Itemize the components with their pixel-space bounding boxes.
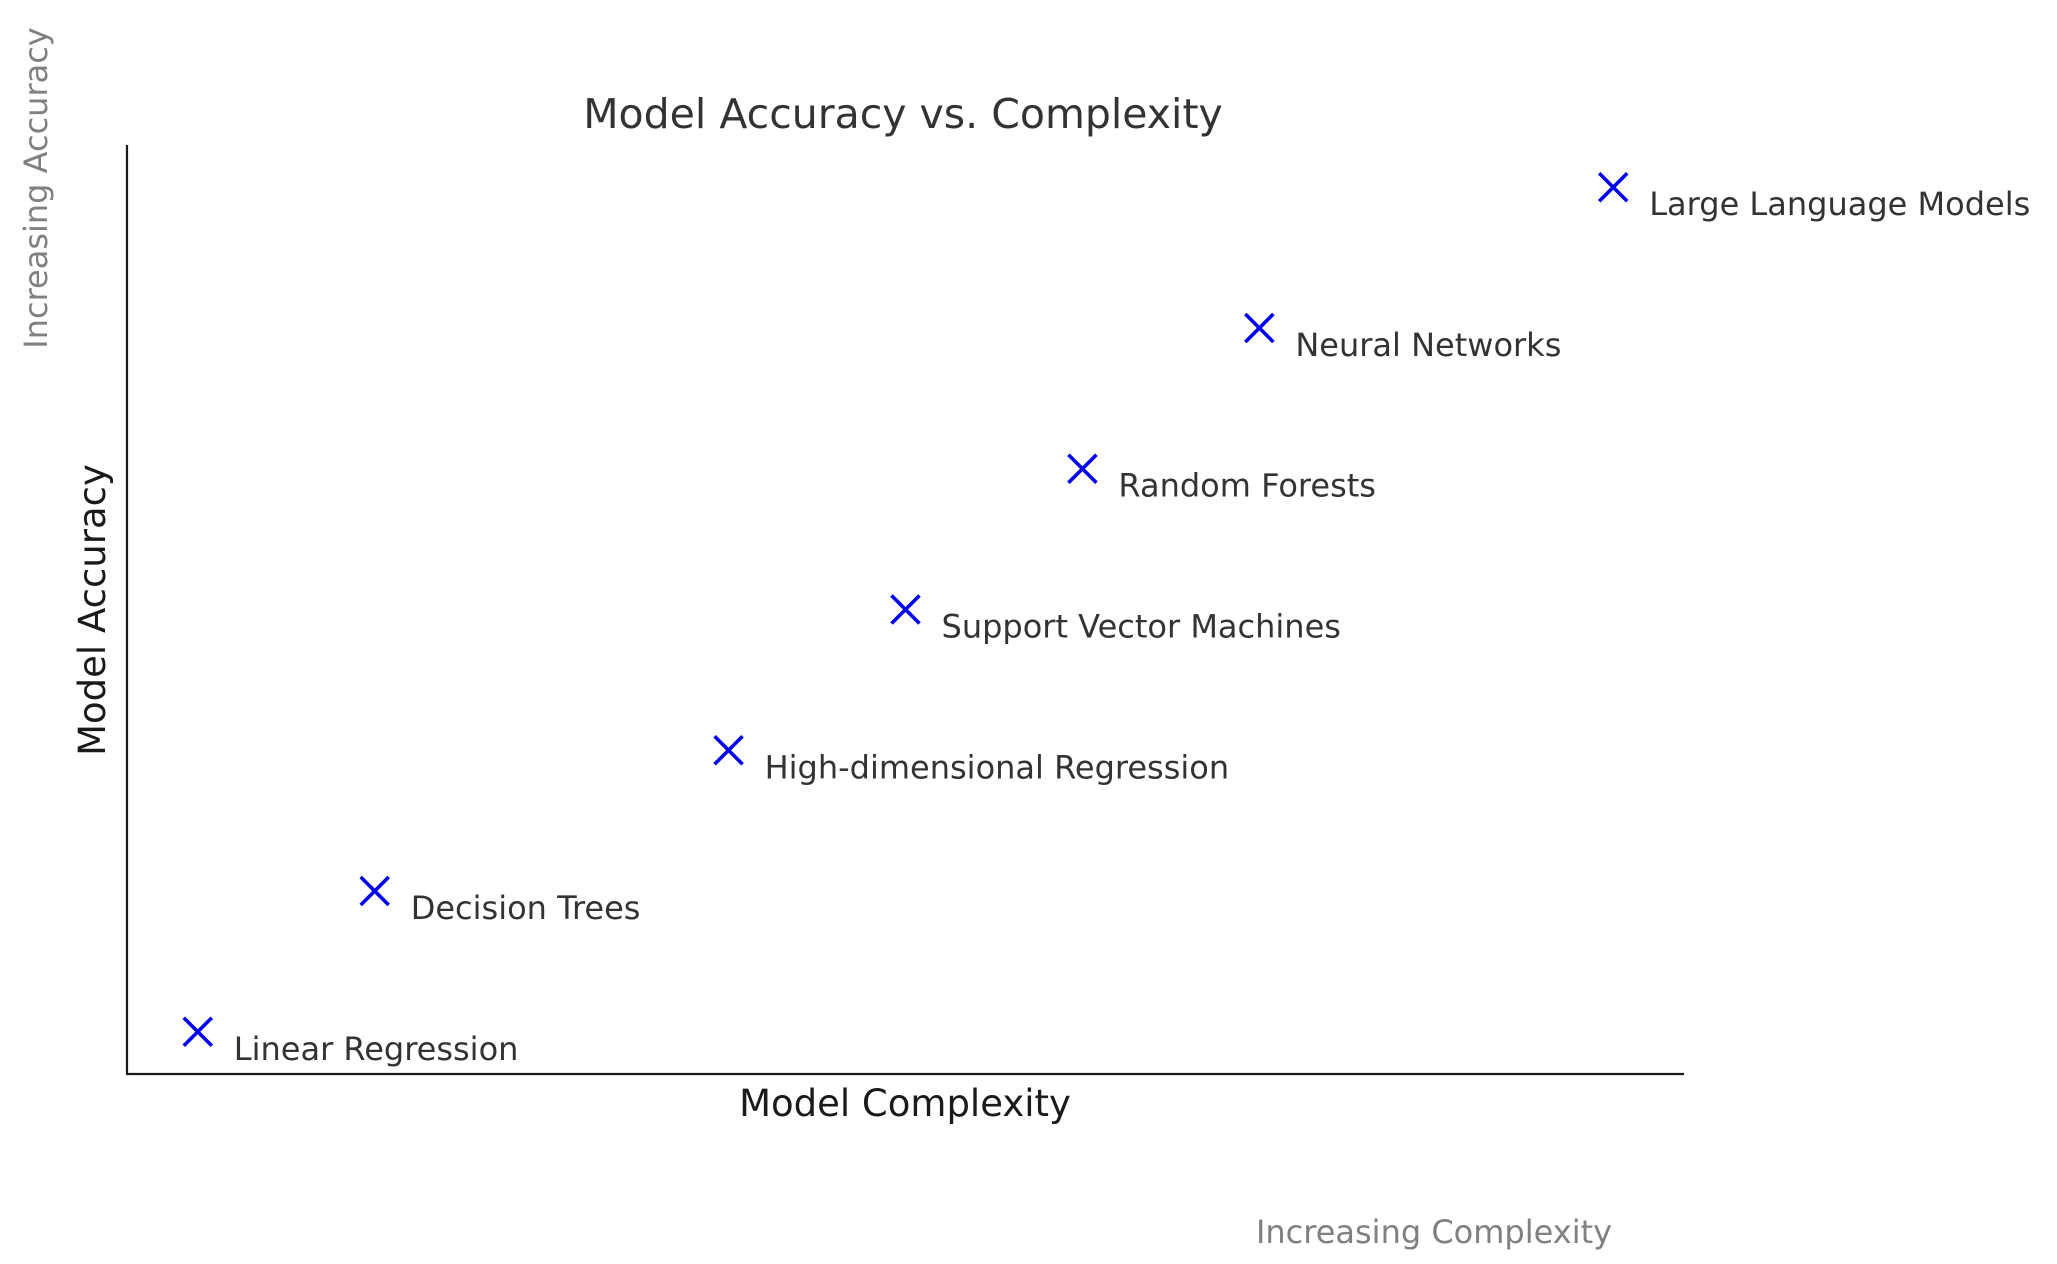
chart-title: Model Accuracy vs. Complexity: [583, 90, 1223, 138]
data-points-layer: Linear Regression Decision Trees High-dime…: [182, 171, 2030, 1068]
data-point-marker: [1067, 453, 1098, 485]
data-point-marker: [1244, 312, 1275, 344]
data-point-marker: [182, 1016, 214, 1048]
data-point-marker: [890, 594, 921, 625]
marker-stroke: [1067, 453, 1098, 485]
x-axis-label: Model Complexity: [739, 1082, 1071, 1125]
y-annotation: Increasing Accuracy: [17, 27, 55, 348]
marker-stroke: [890, 594, 921, 625]
marker-stroke: [713, 734, 744, 766]
data-point-label: Linear Regression: [234, 1030, 519, 1068]
marker-stroke: [1244, 312, 1275, 344]
data-point-marker: [1597, 171, 1629, 203]
data-point-label: High-dimensional Regression: [765, 748, 1230, 786]
data-point-marker: [713, 734, 744, 766]
data-point-label: Support Vector Machines: [942, 608, 1341, 646]
data-point-label: Decision Trees: [411, 889, 641, 927]
data-point-marker: [359, 875, 390, 907]
x-annotation: Increasing Complexity: [1256, 1213, 1612, 1251]
data-point-label: Neural Networks: [1295, 326, 1561, 364]
data-point-label: Large Language Models: [1649, 185, 2030, 223]
marker-stroke: [359, 875, 390, 907]
y-axis-label: Model Accuracy: [71, 464, 114, 756]
marker-stroke: [1597, 171, 1629, 203]
marker-stroke: [182, 1016, 214, 1048]
data-point-label: Random Forests: [1118, 467, 1376, 505]
